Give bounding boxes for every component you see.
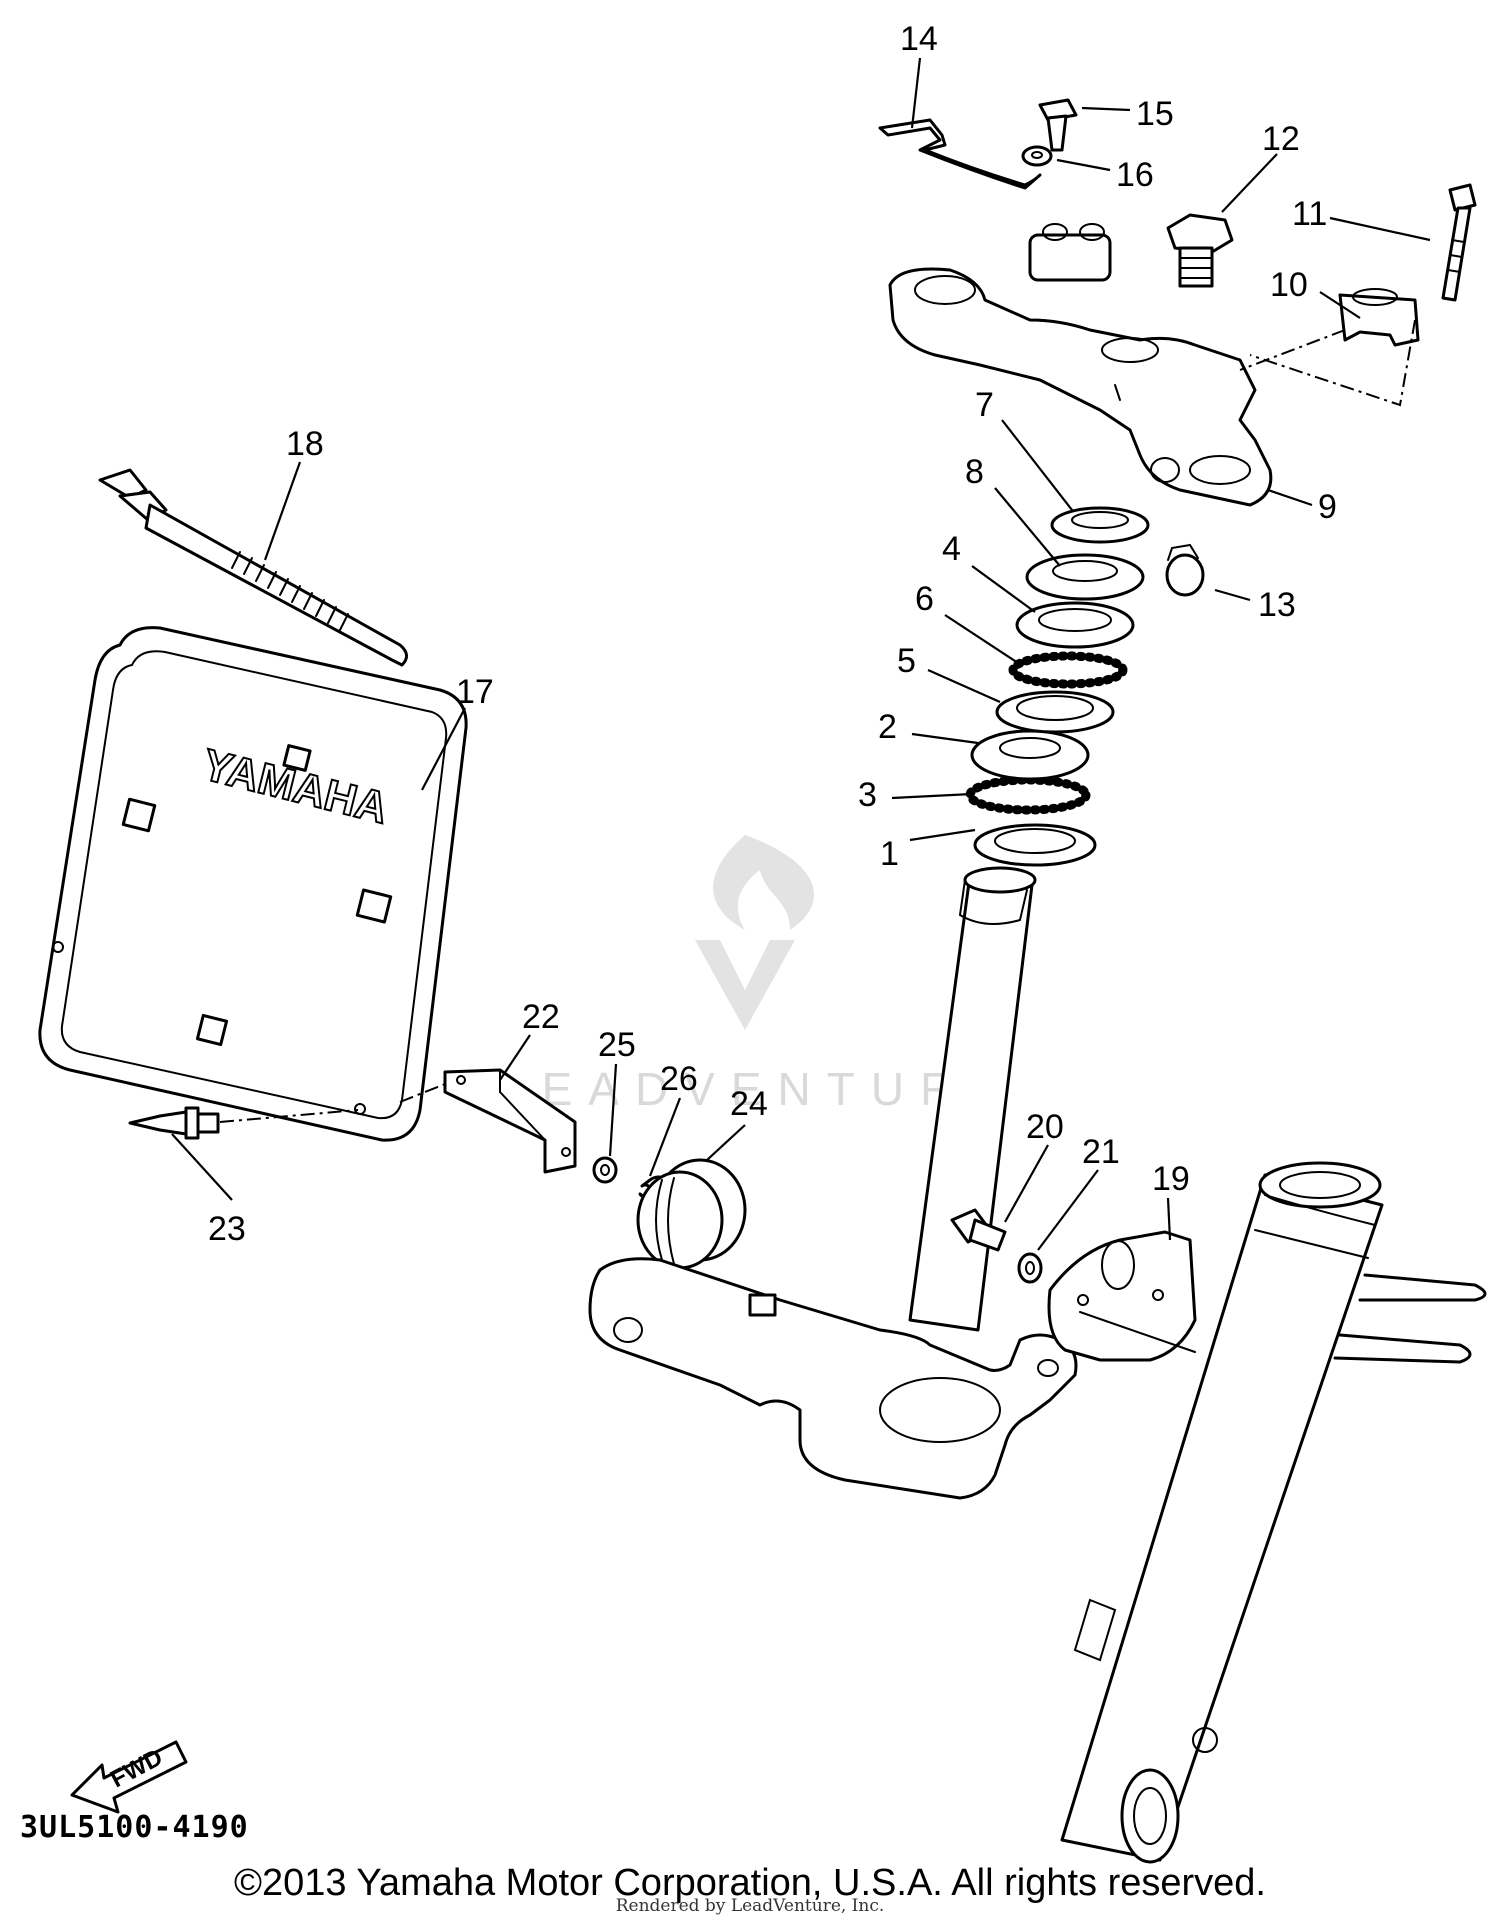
- balls-3: [965, 775, 1091, 815]
- callout-5: 5: [897, 642, 916, 680]
- screw-15: [1038, 98, 1078, 152]
- washer-21: [1017, 1252, 1043, 1284]
- number-plate-17: YAMAHA: [38, 626, 468, 1142]
- callout-16: 16: [1116, 156, 1154, 194]
- rendered-by-note: Rendered by LeadVenture, Inc.: [615, 1896, 885, 1916]
- callout-2: 2: [878, 708, 897, 746]
- callout-7: 7: [975, 386, 994, 424]
- callout-23: 23: [208, 1210, 246, 1248]
- callout-18: 18: [286, 425, 324, 463]
- race-5: [995, 690, 1115, 734]
- bolt-12: [1166, 213, 1234, 288]
- callout-20: 20: [1026, 1108, 1064, 1146]
- fwd-arrow: FWD: [70, 1740, 188, 1814]
- callout-8: 8: [965, 453, 984, 491]
- race-4: [1015, 601, 1135, 649]
- callout-9: 9: [1318, 488, 1337, 526]
- seal-8: [1025, 553, 1145, 601]
- callout-15: 15: [1136, 95, 1174, 133]
- bearing-1: [973, 823, 1097, 867]
- callout-1: 1: [880, 835, 899, 873]
- cap-13: [1165, 543, 1205, 597]
- lower-bracket-stem: [588, 866, 1078, 1500]
- ring-nut-7: [1050, 506, 1150, 544]
- washer-16: [1021, 145, 1053, 167]
- wire-guide-14: [878, 118, 1042, 190]
- bracket-22: [399, 1068, 577, 1174]
- balls-6: [1008, 651, 1128, 689]
- callout-22: 22: [522, 998, 560, 1036]
- callout-13: 13: [1258, 586, 1296, 624]
- cable-tie-18: [98, 468, 408, 667]
- callout-25: 25: [598, 1026, 636, 1064]
- callout-3: 3: [858, 776, 877, 814]
- callout-17: 17: [456, 673, 494, 711]
- callout-6: 6: [915, 580, 934, 618]
- diagram-reference-code: 3UL5100-4190: [20, 1810, 249, 1845]
- cap-24: [636, 1158, 747, 1270]
- callout-4: 4: [942, 530, 961, 568]
- holder-10: [1239, 288, 1420, 407]
- callout-26: 26: [660, 1060, 698, 1098]
- bolt-20: [950, 1208, 1007, 1252]
- callouts: 1 2 3 4 5 6 7 8 9 10 11 12 13 14 15 16 1…: [208, 20, 1337, 1248]
- leader-lines: [171, 57, 1431, 1251]
- leadventure-watermark: LEADVENTURE: [500, 835, 1016, 1115]
- callout-21: 21: [1082, 1133, 1120, 1171]
- washer-25: [592, 1156, 618, 1184]
- fork-tube: [1060, 1161, 1487, 1864]
- watermark-text: LEADVENTURE: [500, 1063, 1016, 1115]
- callout-12: 12: [1262, 120, 1300, 158]
- callout-11: 11: [1292, 195, 1327, 233]
- callout-19: 19: [1152, 1160, 1190, 1198]
- race-2: [970, 729, 1090, 781]
- callout-14: 14: [900, 20, 938, 58]
- upper-bracket-9: [888, 223, 1273, 507]
- pin-23: [128, 1106, 359, 1140]
- callout-24: 24: [730, 1085, 768, 1123]
- copyright-notice: ©2013 Yamaha Motor Corporation, U.S.A. A…: [234, 1862, 1266, 1904]
- bolt-11: [1441, 183, 1477, 302]
- callout-10: 10: [1270, 266, 1308, 304]
- clamp-bracket-19: [1047, 1230, 1197, 1362]
